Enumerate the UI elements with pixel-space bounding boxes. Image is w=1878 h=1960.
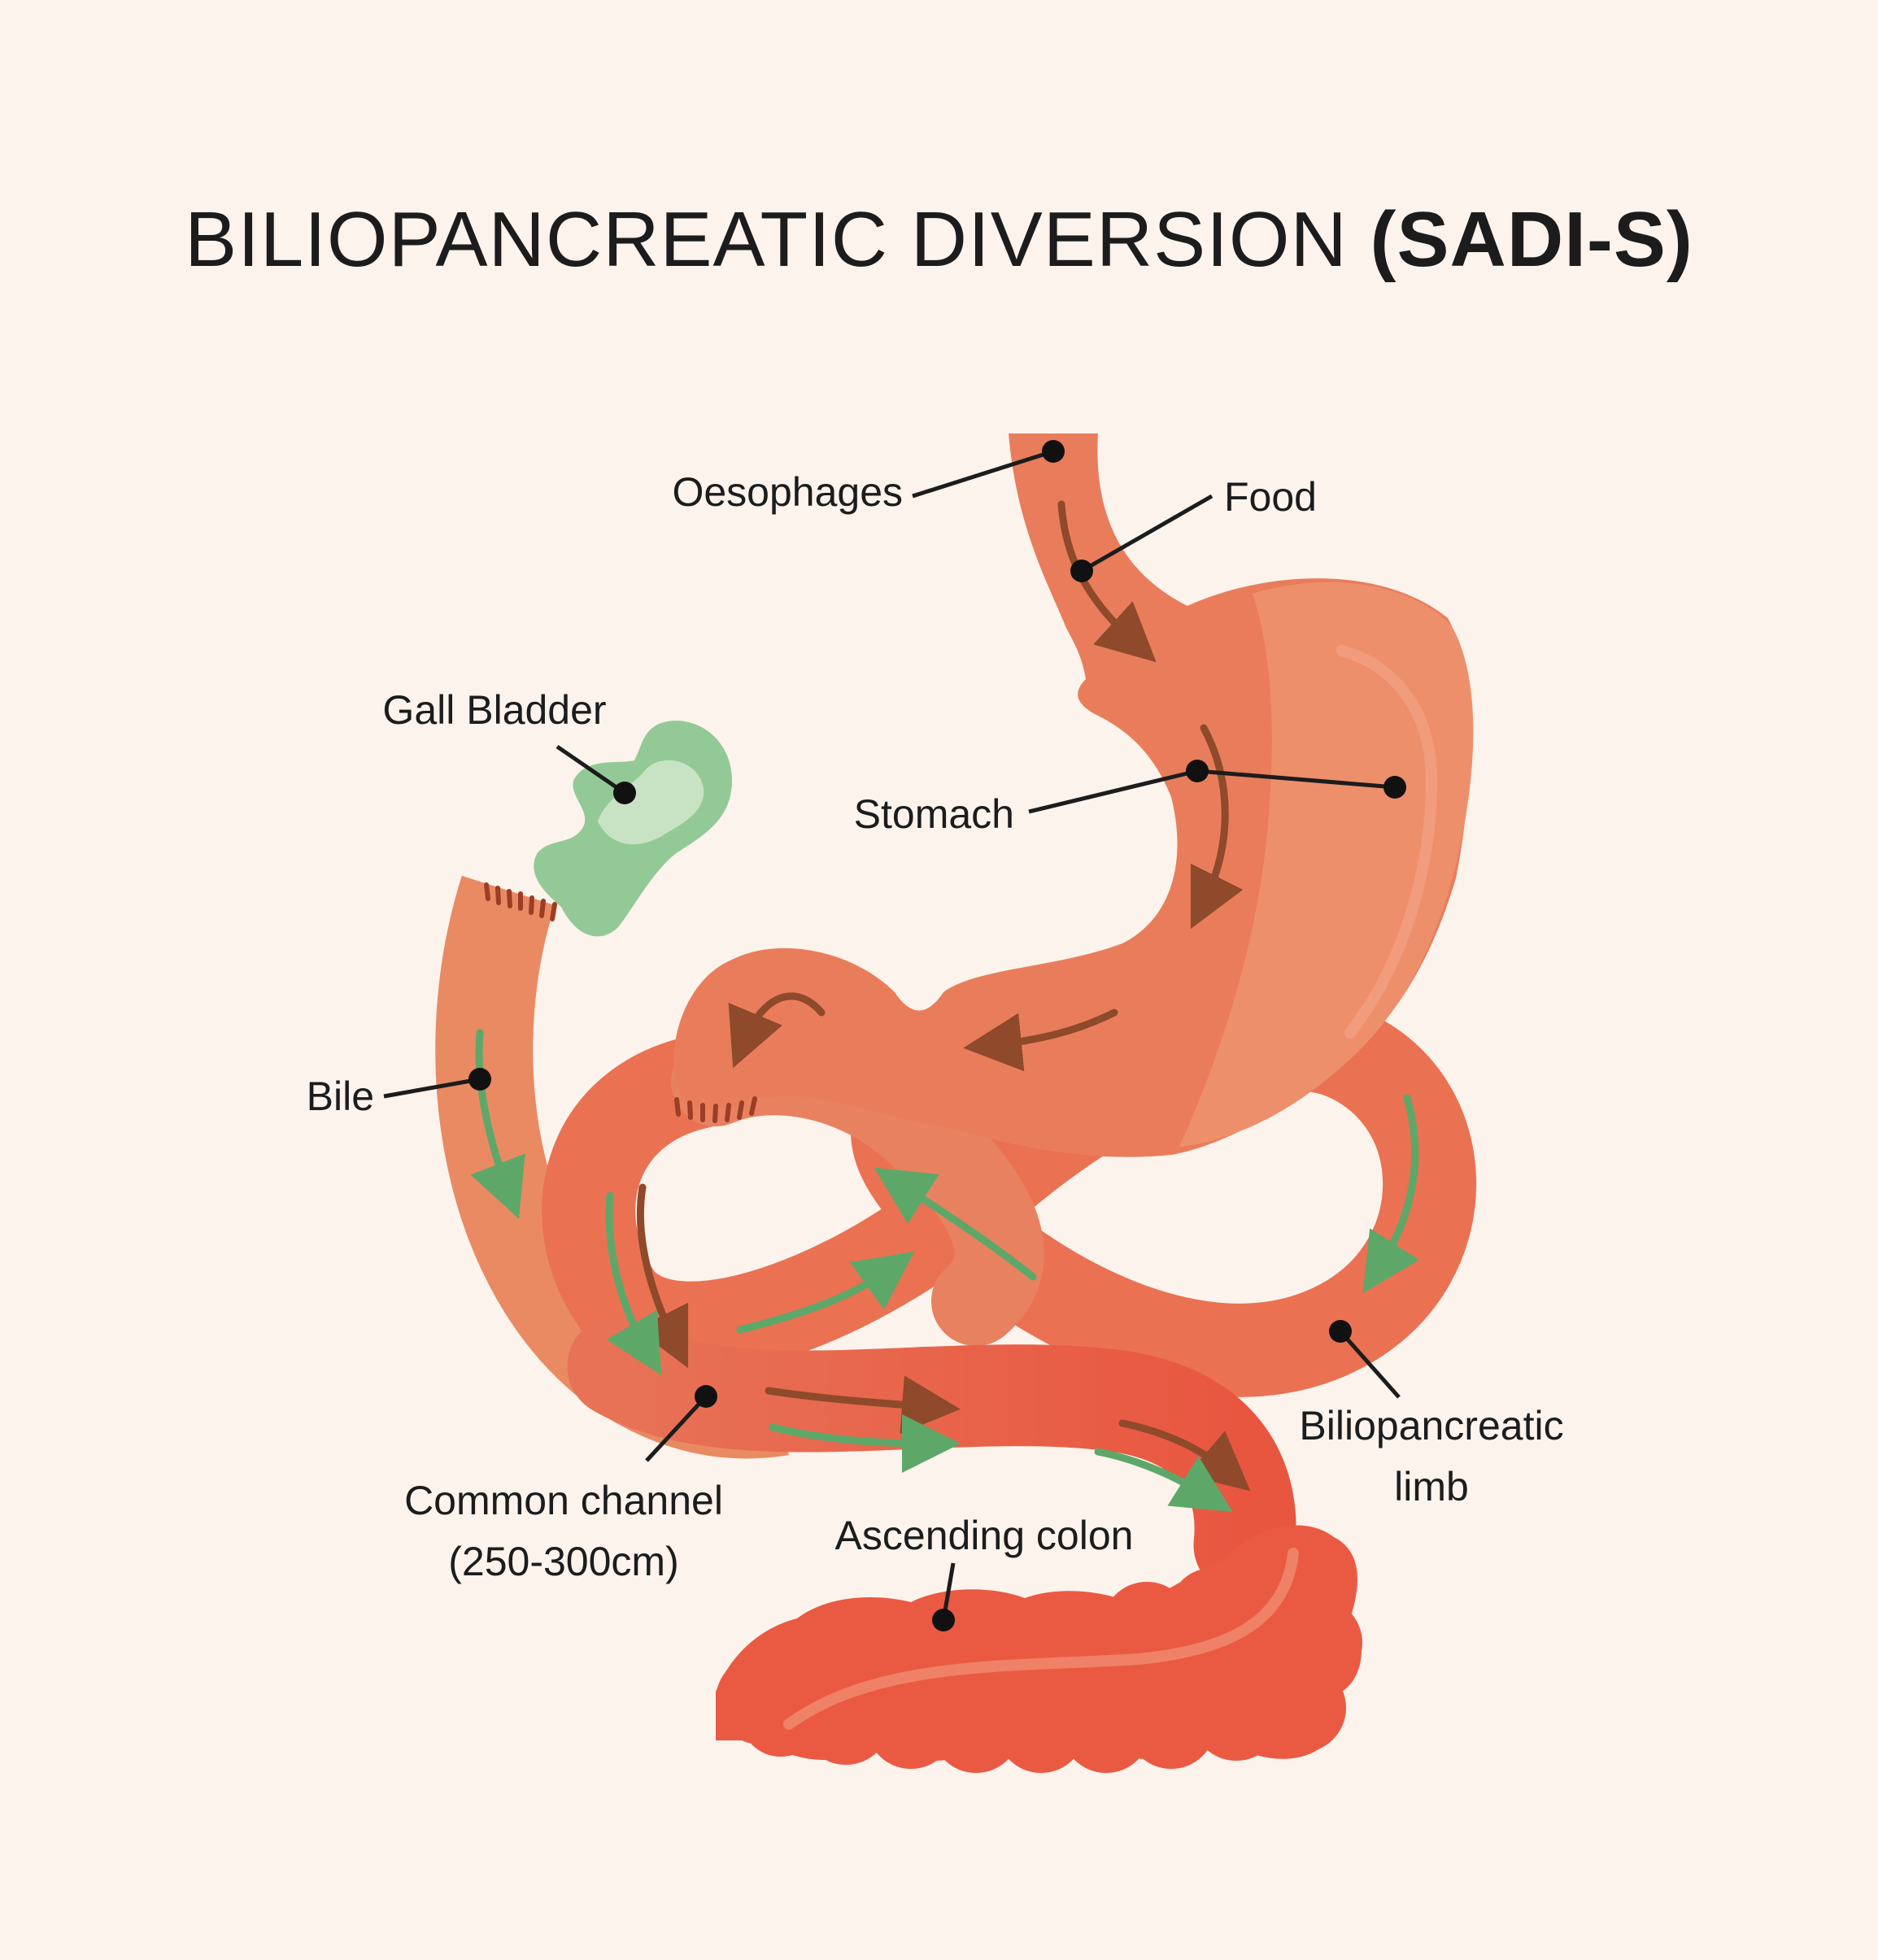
label-food: Food: [1224, 474, 1317, 520]
dot-ascending-colon: [932, 1609, 955, 1631]
food-arrow-antrum: [963, 1008, 1118, 1072]
label-biliopancreatic-limb-2: limb: [1394, 1464, 1469, 1509]
title-main: BILIOPANCREATIC DIVERSION: [185, 196, 1370, 283]
title-bold: (SADI-S): [1370, 196, 1693, 283]
labels: Oesophages Food Gall Bladder Stomach Bil…: [307, 469, 1564, 1584]
stomach: [673, 433, 1474, 1157]
dot-gall-bladder: [613, 782, 636, 804]
dot-oesophages: [1042, 440, 1065, 463]
bile-arrow-cross: [874, 1167, 1037, 1281]
bile-arrow-common-2: [1094, 1448, 1233, 1513]
dot-stomach-inner: [1186, 760, 1209, 782]
label-oesophages: Oesophages: [672, 469, 903, 515]
food-arrow-common-1: [765, 1375, 961, 1435]
gall-bladder-highlight: [598, 760, 704, 845]
bile-arrow-loop: [736, 1251, 915, 1334]
dot-common-channel: [695, 1385, 717, 1408]
callout-dots: [468, 440, 1406, 1631]
bile-limb-staples: [484, 882, 557, 921]
label-bile: Bile: [307, 1074, 374, 1119]
food-arrow-pylorus: [728, 992, 826, 1069]
label-gall-bladder: Gall Bladder: [382, 687, 606, 733]
food-arrow-stomach: [1190, 724, 1244, 930]
dot-food: [1070, 560, 1093, 582]
bile-arrow-duodenum: [605, 1191, 662, 1376]
label-stomach: Stomach: [854, 791, 1014, 837]
dot-biliopancreatic-limb: [1329, 1320, 1352, 1343]
page-title: BILIOPANCREATIC DIVERSION (SADI-S): [0, 195, 1878, 285]
label-common-channel-2: (250-300cm): [448, 1539, 678, 1584]
food-arrow-duodenum: [635, 1183, 689, 1369]
stomach-greater-curvature: [1179, 581, 1474, 1147]
gall-bladder: [534, 721, 732, 937]
label-common-channel-1: Common channel: [404, 1478, 723, 1523]
bile-arrow-common-1: [769, 1413, 961, 1473]
colon-highlight: [783, 1548, 1299, 1730]
leader-lines: [383, 449, 1401, 1621]
label-biliopancreatic-limb-1: Biliopancreatic: [1299, 1403, 1563, 1448]
ascending-colon: [716, 1525, 1362, 1773]
stomach-highlight: [1336, 645, 1438, 1039]
dot-bile: [468, 1068, 491, 1091]
bile-arrow-bp-limb: [1362, 1094, 1419, 1294]
bile-flow-arrows: [470, 1029, 1419, 1513]
dot-stomach-outer: [1383, 776, 1406, 799]
stomach-outlet-staples: [674, 1096, 757, 1123]
bile-arrow-limb: [470, 1029, 525, 1219]
label-ascending-colon: Ascending colon: [835, 1513, 1134, 1558]
